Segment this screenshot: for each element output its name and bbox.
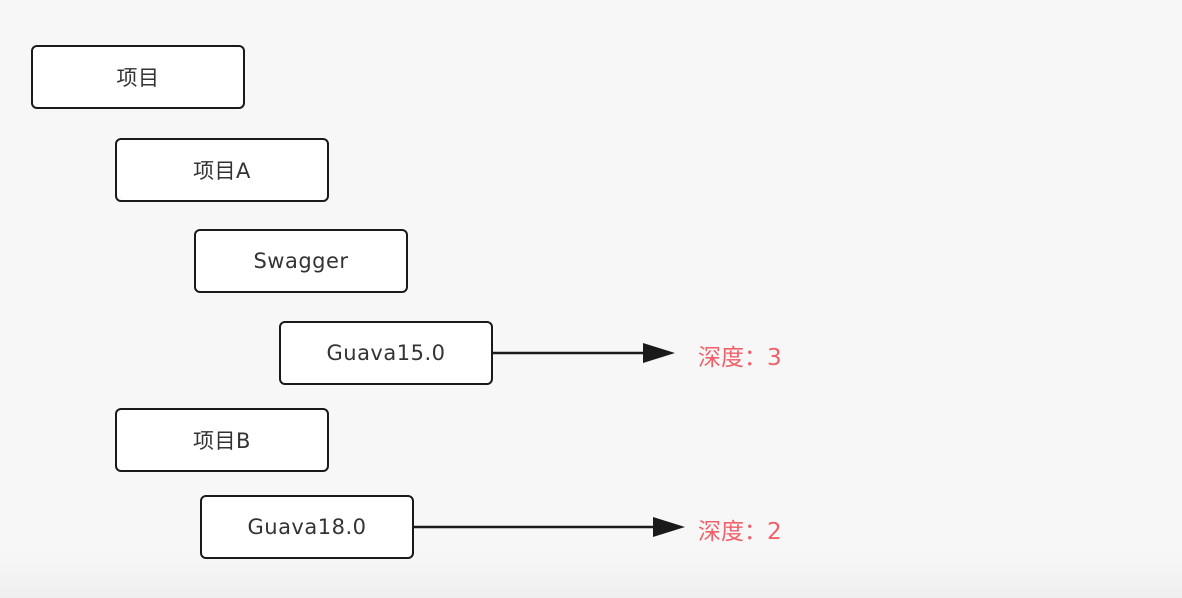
node-root-project: 项目 <box>31 45 245 109</box>
node-label: Guava18.0 <box>247 515 367 539</box>
depth-label-guava18: 深度：2 <box>698 519 782 545</box>
depth-label-guava15: 深度：3 <box>698 345 782 371</box>
node-label: Guava15.0 <box>326 341 446 365</box>
node-label: Swagger <box>253 249 349 273</box>
arrowhead <box>643 343 675 363</box>
node-guava18: Guava18.0 <box>200 495 414 559</box>
node-label: 项目 <box>116 66 160 90</box>
node-project-a: 项目A <box>115 138 329 202</box>
node-swagger: Swagger <box>194 229 408 293</box>
node-label: 项目A <box>193 159 251 183</box>
node-project-b: 项目B <box>115 408 329 472</box>
node-label: 项目B <box>193 429 251 453</box>
arrow-guava18-depth <box>414 517 685 537</box>
node-guava15: Guava15.0 <box>279 321 493 385</box>
arrow-guava15-depth <box>493 343 675 363</box>
arrowhead <box>653 517 685 537</box>
